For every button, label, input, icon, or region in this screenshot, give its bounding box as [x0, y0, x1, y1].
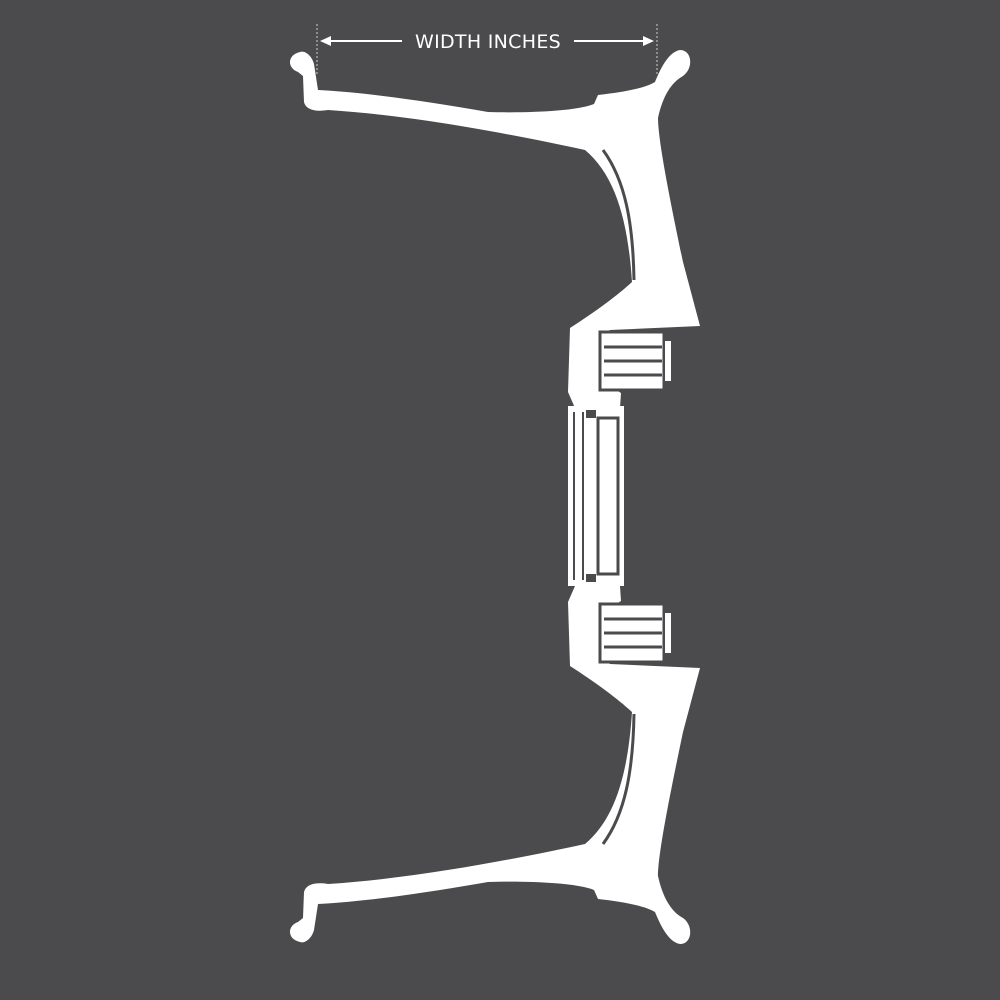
lug-nut-lower [598, 602, 673, 664]
width-label: WIDTH INCHES [415, 31, 561, 53]
width-arrowhead-right [643, 36, 654, 46]
wheel-upper-half [289, 50, 700, 408]
center-bore [568, 406, 624, 586]
wheel-upper-barrel-line [601, 149, 636, 281]
lug-nut-upper [598, 330, 673, 392]
wheel-upper-body [289, 50, 700, 408]
wheel-lower-body [289, 586, 700, 944]
wheel-lower-barrel-line [601, 713, 636, 845]
width-dimension: WIDTH INCHES [316, 24, 658, 76]
wheel-lower-half [289, 586, 700, 944]
width-arrowhead-left [320, 36, 331, 46]
